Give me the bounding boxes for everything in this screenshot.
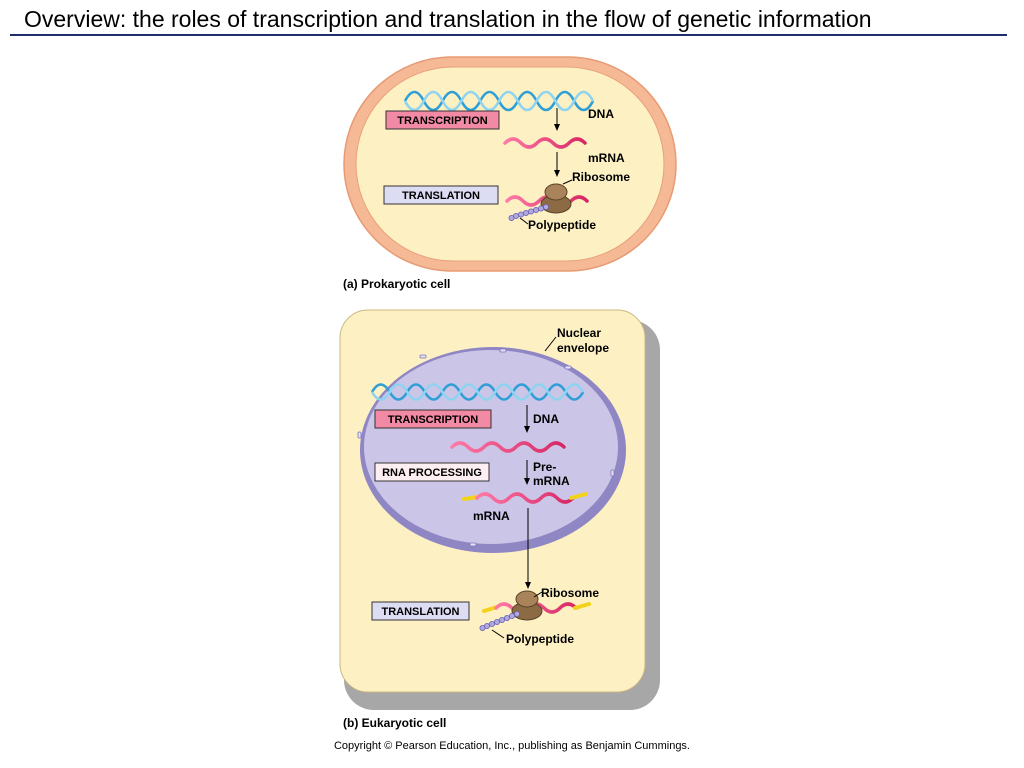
eukaryote-mrna-label: mRNA [473, 509, 510, 523]
prokaryote-ribosome-label: Ribosome [572, 170, 630, 184]
eukaryote-arrow-premrna-to-mrna [524, 460, 530, 485]
eukaryote-polypeptide-chain [479, 611, 521, 632]
eukaryotic-cell-panel: Nuclear envelope TRANSCRIPTION DNA RNA P… [339, 309, 660, 730]
prokaryote-arrow-dna-to-mrna [554, 108, 560, 131]
title-underline [10, 34, 1007, 36]
eukaryote-dna-label: DNA [533, 412, 559, 426]
copyright-notice: Copyright © Pearson Education, Inc., pub… [333, 740, 690, 752]
eukaryote-arrow-dna-to-premrna [524, 405, 530, 433]
prokaryote-dna-label: DNA [588, 107, 614, 121]
eukaryote-ribosome-label: Ribosome [541, 586, 599, 600]
prokaryote-transcription-box [385, 110, 500, 130]
prokaryote-transcription-label: TRANSCRIPTION [397, 115, 488, 127]
prokaryotic-cell-panel: DNA TRANSCRIPTION mRNA TRANSLATION Ribos… [343, 56, 677, 291]
nuclear-pores [357, 348, 615, 547]
prokaryote-polypeptide-label: Polypeptide [528, 218, 596, 232]
eukaryote-translation-box [371, 601, 470, 621]
eukaryote-dna-helix [370, 383, 585, 401]
prokaryote-translation-box [383, 185, 499, 205]
pre-mrna-label-line2: mRNA [533, 474, 570, 488]
eukaryote-transcription-label: TRANSCRIPTION [388, 414, 479, 426]
eukaryote-mature-mrna [462, 492, 588, 504]
eukaryote-caption: (b) Eukaryotic cell [343, 716, 446, 730]
nuclear-envelope-label-line2: envelope [557, 341, 609, 355]
rna-processing-box [374, 462, 490, 482]
prokaryote-dna-helix [403, 90, 595, 112]
slide-title: Overview: the roles of transcription and… [24, 6, 872, 32]
eukaryote-pre-mrna-strand [450, 441, 566, 453]
prokaryote-mrna-strand [503, 137, 587, 149]
eukaryote-transcription-box [374, 409, 492, 429]
prokaryote-arrow-mrna-to-translation [554, 152, 560, 177]
nuclear-envelope-label-line1: Nuclear [557, 326, 601, 340]
eukaryote-translation-label: TRANSLATION [381, 606, 459, 618]
prokaryote-polypeptide-chain [508, 203, 550, 221]
pre-mrna-label-line1: Pre- [533, 460, 556, 474]
rna-processing-label: RNA PROCESSING [382, 467, 482, 479]
prokaryote-caption: (a) Prokaryotic cell [343, 277, 450, 291]
eukaryote-arrow-mrna-export [525, 508, 531, 589]
eukaryote-polypeptide-label: Polypeptide [506, 632, 574, 646]
prokaryote-translation-label: TRANSLATION [402, 190, 480, 202]
prokaryote-mrna-label: mRNA [588, 151, 625, 165]
